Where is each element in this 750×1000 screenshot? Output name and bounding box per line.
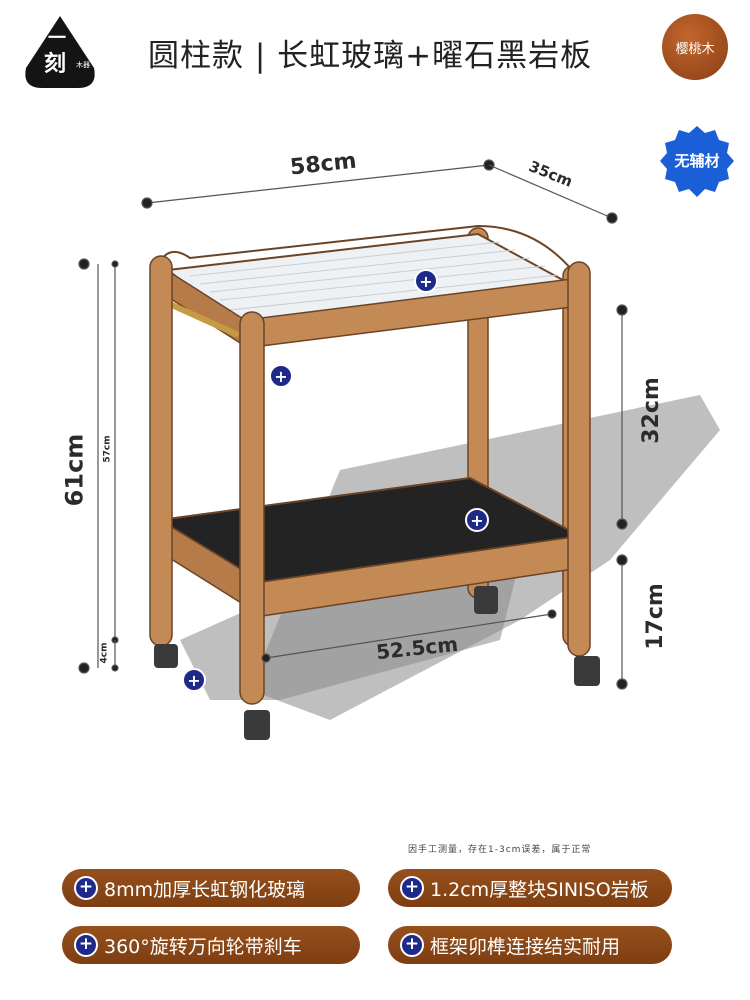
frame-hotspot	[269, 364, 293, 388]
feature-label: 框架卯榫连接结实耐用	[430, 935, 621, 958]
dim-shelf-gap: 32cm	[638, 377, 664, 444]
logo-mark-top: 一	[48, 28, 66, 49]
dim-wheel-height: 4cm	[99, 642, 110, 664]
stone-hotspot	[465, 508, 489, 532]
plus-icon: +	[400, 876, 424, 900]
feature-label: 360°旋转万向轮带刹车	[104, 935, 302, 958]
measurement-note: 因手工测量，存在1-3cm误差，属于正常	[408, 845, 592, 855]
svg-text:+: +	[470, 511, 483, 530]
dim-total-height: 61cm	[60, 433, 89, 507]
feature-pill: + 框架卯榫连接结实耐用	[388, 926, 672, 964]
wood-type-badge: 樱桃木	[662, 14, 728, 80]
caster-wheel	[154, 644, 178, 668]
glass-hotspot	[414, 269, 438, 293]
no-aux-badge-shape	[660, 126, 734, 197]
logo-mark-small: 木器	[76, 61, 90, 69]
plus-icon: +	[400, 933, 424, 957]
feature-pill: + 1.2cm厚整块SINISO岩板	[388, 869, 672, 907]
hotspot-markers: + + + +	[182, 269, 489, 692]
feature-label: 8mm加厚长虹钢化玻璃	[104, 878, 306, 901]
feature-label: 1.2cm厚整块SINISO岩板	[430, 878, 649, 901]
dim-lower-height: 17cm	[642, 583, 668, 650]
front-left-leg	[149, 255, 173, 647]
brand-logo	[25, 16, 95, 88]
no-aux-badge: 无辅材	[674, 152, 720, 170]
front-right-leg	[239, 311, 265, 705]
plus-icon: +	[74, 933, 98, 957]
page-title: 圆柱款 | 长虹玻璃+曜石黑岩板	[148, 38, 593, 74]
dim-inner-height: 57cm	[102, 435, 113, 463]
feature-pill: + 8mm加厚长虹钢化玻璃	[62, 869, 360, 907]
feature-pill: + 360°旋转万向轮带刹车	[62, 926, 360, 964]
svg-text:+: +	[419, 272, 432, 291]
plus-icon: +	[74, 876, 98, 900]
svg-text:+: +	[274, 367, 287, 386]
logo-mark-main: 刻	[44, 52, 67, 77]
svg-text:+: +	[187, 671, 200, 690]
wheel-hotspot	[182, 668, 206, 692]
